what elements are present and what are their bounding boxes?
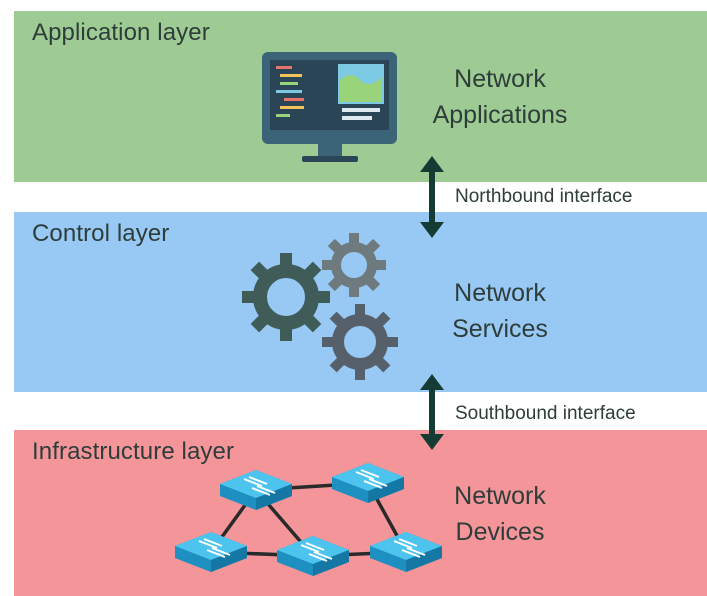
infrastructure-desc-line-1: Network xyxy=(454,482,546,510)
control-layer-description: Network Services xyxy=(420,275,580,347)
infrastructure-desc-line-2: Devices xyxy=(455,518,545,546)
infrastructure-layer-title: Infrastructure layer xyxy=(32,438,235,465)
switch-icon xyxy=(369,531,443,573)
application-layer-description: Network Applications xyxy=(420,61,580,133)
control-desc-line-2: Services xyxy=(452,315,548,343)
small-gear-icon xyxy=(322,233,386,297)
infrastructure-layer-description: Network Devices xyxy=(420,478,580,550)
control-desc-line-1: Network xyxy=(454,279,546,307)
medium-gear-icon xyxy=(322,304,398,380)
application-layer-title: Application layer xyxy=(32,19,210,46)
application-desc-line-2: Applications xyxy=(432,101,568,129)
southbound-interface-label: Southbound interface xyxy=(455,403,636,424)
northbound-interface-label: Northbound interface xyxy=(455,186,633,207)
switch-icon xyxy=(331,462,405,504)
gears-icon xyxy=(242,233,398,380)
application-layer: Application layer Network Applications xyxy=(14,11,707,182)
application-desc-line-1: Network xyxy=(454,65,546,93)
switch-icon xyxy=(174,531,248,573)
switch-icon xyxy=(276,535,350,577)
switch-icon xyxy=(219,469,293,511)
computer-monitor-icon xyxy=(262,52,397,162)
southbound-arrow-icon xyxy=(420,374,444,450)
infrastructure-layer: Infrastructure layer Network Devices xyxy=(14,430,707,596)
network-switches-icon xyxy=(174,462,443,577)
control-layer-title: Control layer xyxy=(32,220,170,247)
large-gear-icon xyxy=(242,253,330,341)
northbound-arrow-icon xyxy=(420,156,444,238)
